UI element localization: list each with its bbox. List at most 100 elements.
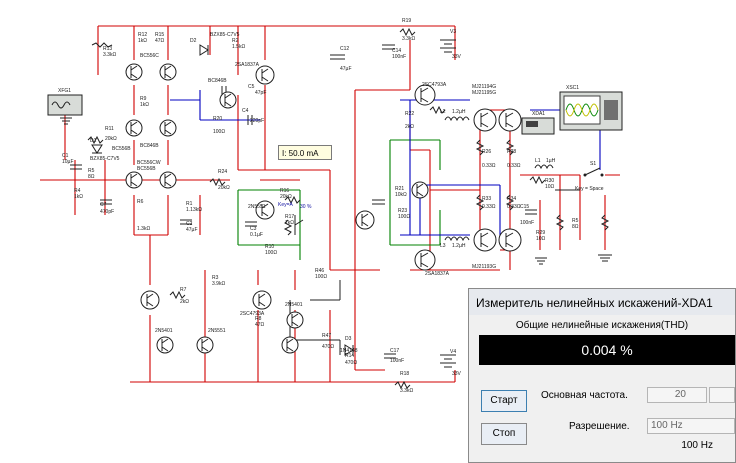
label-r47: R47 [322, 333, 331, 339]
label-r18-value: 3.3kΩ [400, 388, 413, 394]
label-s1: S1 [590, 161, 596, 167]
label-r5-value: 8Ω [88, 174, 95, 180]
label-r30-value: 10Ω [545, 184, 555, 190]
transistor-q18 [414, 249, 436, 271]
label-r17-value: 1kΩ [285, 220, 294, 226]
label-c4: C4 [242, 108, 249, 114]
switch-s1[interactable] [583, 167, 604, 177]
window-title: Измеритель нелинейных искажений-XDA1 [476, 296, 713, 310]
label-r34: R34 [507, 196, 516, 202]
label-r2-value: 1.5kΩ [232, 44, 245, 50]
transistor-q19 [473, 108, 497, 132]
label-l3: L3 [440, 243, 446, 249]
label-r9: R9 [140, 96, 147, 102]
transistor-q16 [355, 210, 375, 230]
label-r21-value: 10kΩ [395, 192, 407, 198]
label-r29-value: 10Ω [536, 236, 546, 242]
label-q1q2: BC556C [140, 53, 159, 59]
label-c2-value: 47µF [186, 227, 198, 233]
label-r18: R18 [400, 371, 409, 377]
frequency-spinner[interactable] [709, 387, 735, 403]
oscilloscope-xsc1[interactable] [559, 91, 623, 131]
label-c14-value: 100nF [392, 54, 406, 60]
start-button[interactable]: Старт [481, 390, 527, 412]
label-r29: R29 [536, 230, 545, 236]
label-r7: R7 [180, 287, 187, 293]
label-r6-value: 1.3kΩ [137, 226, 150, 232]
label-q10: 2SC4793A [240, 311, 265, 317]
window-titlebar[interactable]: Измеритель нелинейных искажений-XDA1 [469, 289, 735, 315]
transistor-q20 [498, 108, 522, 132]
label-q15: MJ21193G [472, 264, 496, 270]
label-r26-value: 0.33Ω [482, 163, 496, 169]
label-c12-value: 47µF [340, 66, 352, 72]
label-r20-value: 100Ω [213, 129, 225, 135]
label-q11: MJ21194G [472, 84, 496, 90]
label-d3-value: 1N4148 [340, 348, 358, 354]
fundamental-frequency-label: Основная частота. [541, 390, 628, 401]
transistor-q23 [411, 181, 429, 199]
transistor-q4 [159, 119, 177, 137]
label-r17: R17 [285, 214, 294, 220]
label-c3-value: 0.1µF [250, 232, 263, 238]
label-q16: 2N5401 [285, 302, 303, 308]
label-r3-value: 3.9kΩ [212, 281, 225, 287]
transistor-q7 [255, 65, 275, 85]
label-r1: R1 [186, 201, 193, 207]
fundamental-frequency-input[interactable]: 20 [647, 387, 707, 403]
transistor-q5 [125, 171, 143, 189]
label-r11-value: 20kΩ [105, 136, 117, 142]
label-d1-value: BZX85-C7V5 [90, 156, 120, 162]
label-r5: R5 [88, 168, 95, 174]
label-r33-value: 0.33Ω [482, 204, 496, 210]
label-r3: R3 [212, 275, 219, 281]
label-c5-value: 47pF [255, 90, 266, 96]
label-l2: L2 [440, 109, 446, 115]
label-c7-value: 470pF [100, 209, 114, 215]
label-r19: R19 [402, 18, 411, 24]
function-generator-xfg1[interactable] [47, 94, 83, 116]
label-v3-value: 33V [452, 54, 462, 60]
transistor-q2 [159, 63, 177, 81]
label-r8: R8 [255, 316, 262, 322]
label-r2: R2 [232, 38, 239, 44]
label-c7: C7 [100, 202, 107, 208]
label-q7: 2SA1837A [235, 62, 260, 68]
label-xsc1: XSC1 [566, 85, 579, 91]
label-r46: R46 [315, 268, 324, 274]
label-q18: 2N5401 [155, 328, 173, 334]
label-r19-value: 3.3kΩ [402, 36, 415, 42]
distortion-analyzer-xda1[interactable] [521, 117, 555, 135]
label-r5b-value: 8Ω [572, 224, 579, 230]
transistor-q17 [414, 84, 436, 106]
resolution-value: 100 Hz [681, 440, 713, 451]
current-probe-tag[interactable]: I: 50.0 mA [278, 145, 332, 160]
label-q5: BC556CW [137, 160, 161, 166]
label-r15: R15 [155, 32, 164, 38]
transistor-q12 [196, 336, 214, 354]
potentiometer[interactable] [294, 215, 304, 235]
label-r4-value: 1kΩ [74, 194, 83, 200]
stop-button[interactable]: Стоп [481, 423, 527, 445]
label-s1-key: Key = Space [575, 186, 604, 192]
label-r14-value: 470Ω [345, 360, 357, 366]
label-r4: R4 [74, 188, 81, 194]
transistor-q3 [125, 119, 143, 137]
label-r15-value: 47Ω [155, 38, 165, 44]
resolution-select[interactable]: 100 Hz [647, 418, 735, 434]
resolution-label: Разрешение. [569, 421, 630, 432]
label-r47-value: 470Ω [322, 344, 334, 350]
label-r30: R30 [545, 178, 554, 184]
label-r10-value: 100Ω [265, 250, 277, 256]
transistor-q9 [255, 200, 275, 220]
transistor-q22 [498, 228, 522, 252]
label-l3-value: 1.2µH [452, 243, 466, 249]
distortion-analyzer-window: Измеритель нелинейных искажений-XDA1 Общ… [468, 288, 736, 463]
label-r7-value: 2kΩ [180, 299, 189, 305]
transistor-q13 [252, 290, 272, 310]
label-r23: R23 [398, 208, 407, 214]
label-q9: 2N5551 [248, 204, 266, 210]
label-q14: 2SA1837A [425, 271, 450, 277]
label-r9-value: 1kΩ [140, 102, 149, 108]
label-r6: R6 [137, 199, 144, 205]
